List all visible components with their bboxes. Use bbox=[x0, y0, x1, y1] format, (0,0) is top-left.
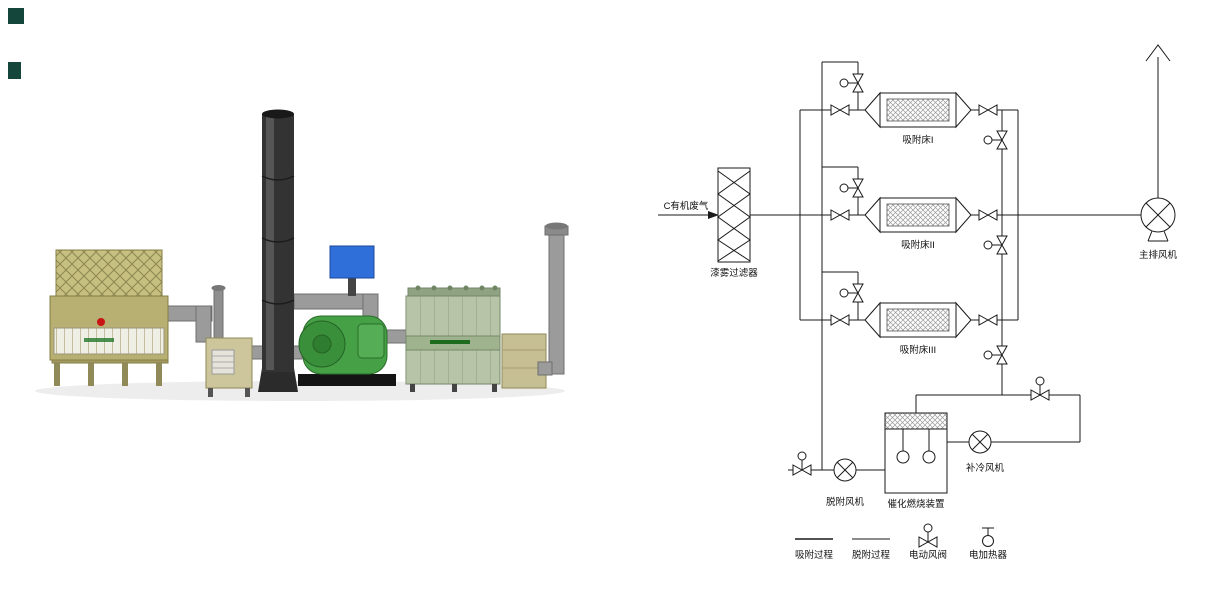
adsorption-bed-1-label: 吸附床I bbox=[902, 134, 933, 146]
electric-valve-icon bbox=[983, 130, 1008, 150]
valve-icon bbox=[978, 314, 998, 326]
electric-valve-icon bbox=[983, 345, 1008, 365]
adsorption-bed-3-label: 吸附床III bbox=[900, 344, 936, 356]
catalytic-combustion-unit: 催化燃烧装置 bbox=[884, 412, 948, 510]
electric-valve-icon bbox=[983, 235, 1008, 255]
auxiliary-box bbox=[501, 333, 547, 389]
corner-marker-1 bbox=[8, 8, 24, 24]
legend-item-electric-heater: 电加热器 bbox=[969, 527, 1008, 561]
control-box bbox=[329, 245, 375, 296]
electric-heater-icon bbox=[922, 429, 936, 464]
warning-light bbox=[97, 318, 105, 326]
ground-shadow bbox=[35, 381, 565, 401]
control-box-body bbox=[329, 245, 375, 279]
electric-valve-icon bbox=[918, 523, 938, 548]
adsorption-bed-1: 吸附床I bbox=[864, 92, 972, 146]
legend-item-electric-valve: 电动风阀 bbox=[909, 523, 947, 561]
exhaust-chimney bbox=[258, 109, 298, 392]
legend-desorption-label: 脱附过程 bbox=[852, 549, 891, 561]
fan-icon bbox=[1140, 197, 1176, 233]
electric-heater-icon bbox=[896, 429, 910, 464]
valve-icon bbox=[830, 209, 850, 221]
adsorption-bed-2-label: 吸附床II bbox=[901, 239, 935, 251]
cooling-tower-unit bbox=[49, 249, 169, 386]
valve-icon bbox=[830, 104, 850, 116]
stack-cap-icon bbox=[1145, 44, 1171, 62]
electric-valve-icon bbox=[792, 451, 812, 476]
electric-heater-icon bbox=[982, 535, 994, 547]
inlet-label: C有机废气 bbox=[664, 200, 709, 212]
equipment-render bbox=[8, 8, 569, 401]
makeup-air-fan-label: 补冷风机 bbox=[966, 462, 1005, 474]
legend-item-adsorption: 吸附过程 bbox=[795, 538, 834, 561]
electric-valve-icon bbox=[839, 73, 864, 93]
makeup-air-fan: 补冷风机 bbox=[966, 430, 1005, 474]
electric-valve-icon bbox=[1030, 376, 1050, 401]
legend-item-desorption: 脱附过程 bbox=[852, 538, 891, 561]
valve-icon bbox=[978, 209, 998, 221]
legend-electric-heater-label: 电加热器 bbox=[969, 549, 1008, 561]
valve-icon bbox=[830, 314, 850, 326]
fan-icon bbox=[833, 458, 857, 482]
electric-valve-icon bbox=[839, 283, 864, 303]
corner-marker-2 bbox=[8, 62, 21, 79]
valve-icon bbox=[978, 104, 998, 116]
main-exhaust-fan: 主排风机 bbox=[1139, 44, 1178, 261]
inlet-arrow-icon bbox=[708, 211, 719, 219]
legend-electric-valve-label: 电动风阀 bbox=[909, 549, 947, 561]
filter-cabinet-unit bbox=[405, 285, 501, 392]
legend: 吸附过程 脱附过程 电动风阀 电加热器 bbox=[795, 523, 1008, 561]
dust-collector-unit bbox=[205, 285, 253, 397]
filter-label: 漆雾过滤器 bbox=[710, 267, 758, 279]
blower-unit bbox=[298, 315, 396, 386]
adsorption-bed-3: 吸附床III bbox=[864, 302, 972, 356]
main-fan-label: 主排风机 bbox=[1139, 249, 1178, 261]
catalytic-unit-label: 催化燃烧装置 bbox=[887, 498, 944, 510]
electric-valve-icon bbox=[839, 178, 864, 198]
waste-gas-inlet: C有机废气 bbox=[658, 200, 719, 219]
paint-mist-filter: 漆雾过滤器 bbox=[710, 167, 758, 279]
fan-icon bbox=[968, 430, 992, 454]
legend-adsorption-label: 吸附过程 bbox=[795, 549, 834, 561]
adsorption-bed-2: 吸附床II bbox=[864, 197, 972, 251]
desorption-fan: 脱附风机 bbox=[826, 458, 865, 508]
desorption-fan-label: 脱附风机 bbox=[826, 496, 865, 508]
process-flow-diagram: C有机废气 漆雾过滤器 bbox=[658, 44, 1178, 561]
outlet-duct bbox=[537, 222, 569, 376]
